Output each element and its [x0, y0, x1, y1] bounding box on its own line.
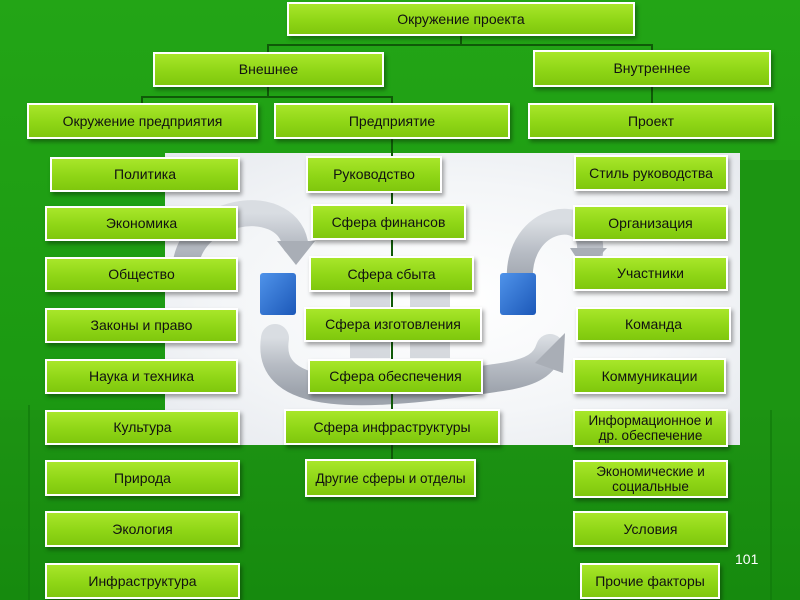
project-item-organization: Организация	[573, 205, 728, 241]
background-rule-right	[770, 405, 772, 600]
connector-external-enterprise	[268, 96, 393, 103]
node-enterprise-environment: Окружение предприятия	[27, 103, 258, 139]
project-item-team: Команда	[576, 307, 731, 342]
left-arrowhead-shape	[277, 241, 315, 265]
project-item-communications: Коммуникации	[573, 358, 726, 394]
connector-external-env	[141, 86, 269, 103]
project-item-information-support: Информационное и др. обеспечение	[573, 409, 728, 447]
background-block-right	[728, 160, 800, 410]
enterprise-item-infrastructure: Сфера инфраструктуры	[284, 409, 500, 445]
node-project-environment: Окружение проекта	[287, 2, 635, 36]
project-item-conditions: Условия	[573, 511, 728, 547]
env-item-politics: Политика	[50, 157, 240, 192]
enterprise-item-production: Сфера изготовления	[304, 307, 482, 342]
env-item-economy: Экономика	[45, 206, 238, 241]
node-project: Проект	[528, 103, 774, 139]
env-item-infrastructure: Инфраструктура	[45, 563, 240, 599]
env-item-law: Законы и право	[45, 308, 238, 343]
project-item-leadership-style: Стиль руководства	[574, 155, 728, 191]
blue-block-right	[500, 273, 536, 315]
background-rule-left	[28, 405, 30, 600]
page-number: 101	[735, 551, 759, 567]
env-item-ecology: Экология	[45, 511, 240, 547]
node-external: Внешнее	[153, 52, 384, 87]
project-item-economic-social: Экономические и социальные	[573, 460, 728, 498]
node-internal: Внутреннее	[533, 50, 771, 87]
env-item-culture: Культура	[45, 410, 240, 445]
connector-root-internal	[461, 44, 653, 52]
env-item-nature: Природа	[45, 460, 240, 496]
project-item-other-factors: Прочие факторы	[580, 563, 720, 599]
connector-root-external	[267, 35, 462, 52]
enterprise-item-sales: Сфера сбыта	[309, 256, 474, 292]
env-item-society: Общество	[45, 257, 238, 292]
project-item-participants: Участники	[573, 256, 728, 291]
enterprise-item-management: Руководство	[306, 156, 442, 193]
enterprise-item-supply: Сфера обеспечения	[308, 359, 483, 394]
blue-block-left	[260, 273, 296, 315]
node-enterprise: Предприятие	[274, 103, 510, 139]
bottom-arrowhead-shape	[535, 333, 565, 373]
enterprise-item-finance: Сфера финансов	[311, 204, 466, 240]
process-cycle-illustration	[165, 153, 740, 445]
enterprise-item-other: Другие сферы и отделы	[305, 459, 476, 497]
env-item-science: Наука и техника	[45, 359, 238, 394]
